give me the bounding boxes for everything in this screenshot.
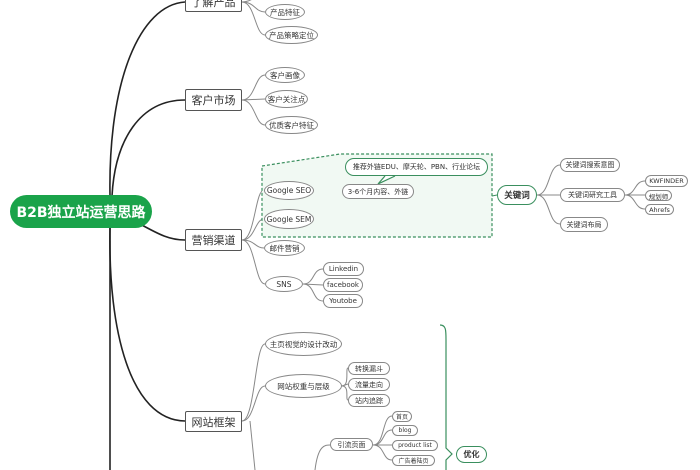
node-traffic-pages[interactable]: 引流页面 — [330, 438, 373, 451]
node-facebook[interactable]: facebook — [323, 278, 363, 292]
node-traffic-flow[interactable]: 流量走向 — [348, 378, 390, 391]
node-landing-page[interactable]: 广告着陆页 — [392, 455, 435, 466]
node-ahrefs[interactable]: Ahrefs — [645, 204, 674, 215]
node-funnel[interactable]: 转换漏斗 — [348, 362, 390, 375]
node-keyword[interactable]: 关键词 — [497, 185, 537, 205]
node-linkedin[interactable]: Linkedin — [323, 262, 364, 276]
node-product-strategy[interactable]: 产品策略定位 — [265, 26, 318, 44]
node-planner[interactable]: 规划师 — [645, 190, 672, 201]
node-email[interactable]: 邮件营销 — [264, 240, 305, 256]
node-product-list[interactable]: product list — [392, 440, 438, 451]
root-node[interactable]: B2B独立站运营思路 — [10, 195, 152, 228]
callout-backlinks[interactable]: 推荐外链EDU、摩天轮、PBN、行业论坛 — [345, 158, 488, 176]
node-site-weight[interactable]: 网站权重与层级 — [265, 374, 342, 398]
node-product-feature[interactable]: 产品特征 — [265, 4, 305, 20]
node-quality-customer[interactable]: 优质客户特征 — [265, 116, 318, 134]
node-keyword-tools[interactable]: 关键词研究工具 — [560, 188, 625, 202]
node-sns[interactable]: SNS — [265, 276, 303, 292]
branch-channel[interactable]: 营销渠道 — [185, 229, 242, 251]
node-keyword-intent[interactable]: 关键词搜索意图 — [560, 158, 620, 172]
branch-product[interactable]: 了解产品 — [185, 0, 242, 12]
node-keyword-layout[interactable]: 关键词布局 — [560, 217, 608, 232]
node-kwfinder[interactable]: KWFINDER — [645, 175, 688, 187]
node-youtobe[interactable]: Youtobe — [323, 294, 363, 308]
node-google-seo[interactable]: Google SEO — [264, 181, 314, 200]
node-optimize[interactable]: 优化 — [456, 446, 487, 463]
node-home[interactable]: 首页 — [392, 411, 412, 422]
node-google-sem[interactable]: Google SEM — [264, 209, 314, 229]
branch-market[interactable]: 客户市场 — [185, 89, 242, 111]
node-homepage-design[interactable]: 主页视觉的设计改动 — [265, 332, 342, 356]
branch-site[interactable]: 网站框架 — [185, 411, 242, 432]
node-tracking[interactable]: 站内追踪 — [348, 394, 390, 407]
node-customer-focus[interactable]: 客户关注点 — [265, 90, 308, 108]
node-blog[interactable]: blog — [392, 425, 418, 436]
node-seo-detail[interactable]: 3-6个月内容、外链 — [342, 184, 414, 199]
node-customer-persona[interactable]: 客户画像 — [265, 67, 305, 83]
